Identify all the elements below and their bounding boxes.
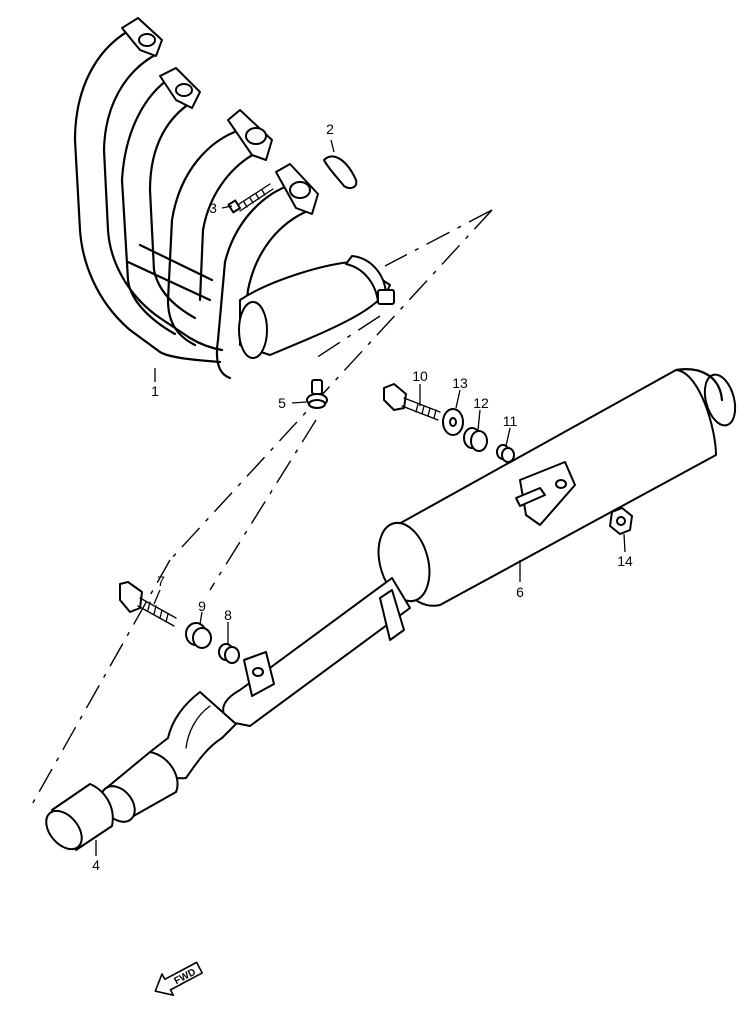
exhaust-header-pipe [73,17,395,380]
nut-14 [609,507,633,535]
bolt-7 [119,581,177,627]
muffler [100,368,737,823]
callout-5: 5 [278,395,286,411]
washer-13 [442,408,464,436]
exhaust-gasket [323,155,358,189]
callout-7: 7 [157,573,165,589]
callout-4: 4 [92,857,100,873]
callout-2: 2 [326,121,334,137]
stud-bolt [227,183,274,214]
callout-1: 1 [151,383,159,399]
collar-11 [496,444,515,463]
fwd-arrow-icon: FWD [154,961,204,996]
callout-labels: 1 2 3 4 5 6 7 8 9 10 11 12 13 14 [92,121,633,873]
callout-11: 11 [503,413,518,429]
pipe-sleeve [45,783,114,851]
bolt-10 [383,383,441,421]
callout-3: 3 [209,200,217,216]
leader-lines [95,139,626,856]
rubber-cushion-12 [463,427,488,452]
assembly-guide-lines [29,209,493,809]
rubber-cushion-9 [185,622,212,649]
callout-8: 8 [224,607,232,623]
callout-13: 13 [452,375,468,391]
fwd-label: FWD [172,967,197,987]
callout-9: 9 [198,598,206,614]
callout-10: 10 [412,368,428,384]
callout-6: 6 [516,584,524,600]
mounting-bolt [306,379,328,409]
callout-12: 12 [473,395,489,411]
collar-8 [218,643,240,664]
callout-14: 14 [617,553,633,569]
